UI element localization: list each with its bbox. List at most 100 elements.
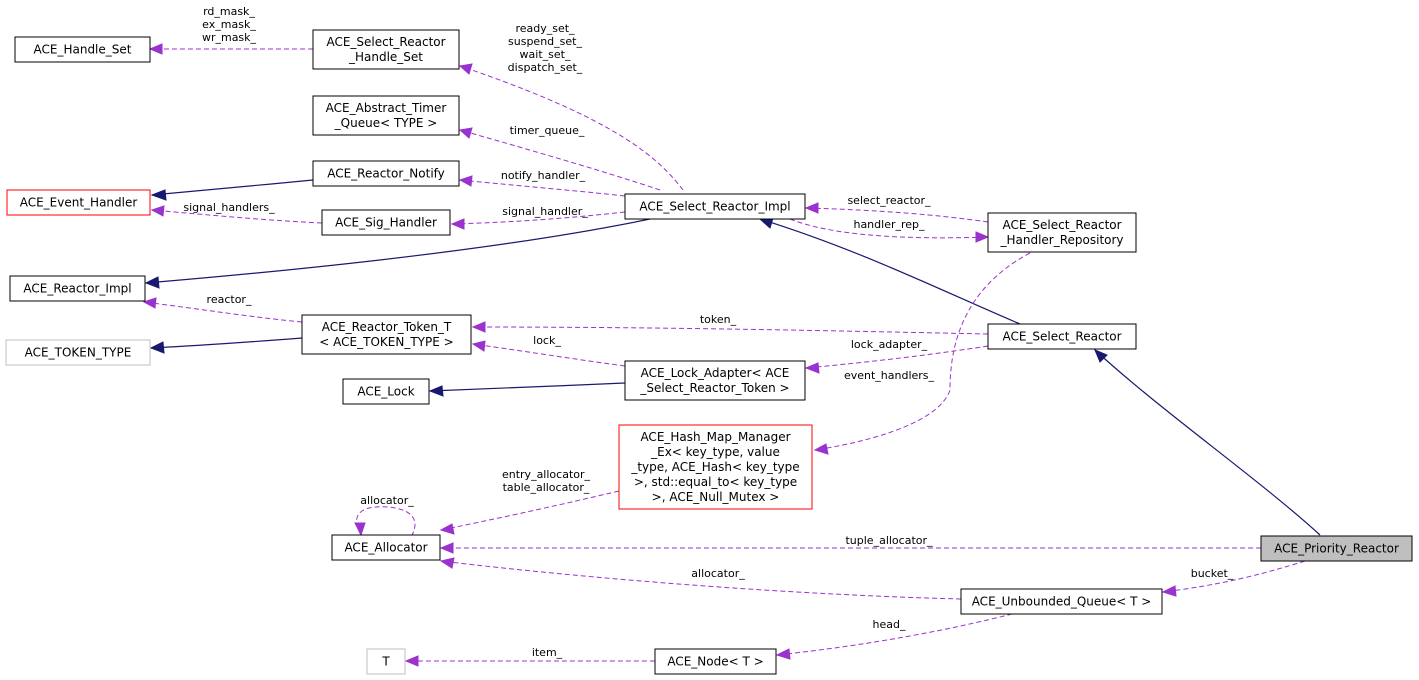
node-ace-lock[interactable]: ACE_Lock (342, 378, 430, 405)
node-label-line: ACE_Hash_Map_Manager (640, 430, 790, 444)
edge-label: tuple_allocator_ (845, 534, 933, 547)
node-ace-select-reactor-impl[interactable]: ACE_Select_Reactor_Impl (624, 193, 806, 220)
edge-label: reactor_ (207, 293, 252, 306)
edge-impl-inherits-reactor-impl (144, 218, 651, 289)
node-label-line: ACE_Handle_Set (34, 43, 132, 57)
node-label-line: _Handle_Set (348, 50, 423, 64)
node-ace-abstract-timer-queue[interactable]: ACE_Abstract_Timer_Queue< TYPE > (312, 95, 460, 136)
node-ace-event-handler[interactable]: ACE_Event_Handler (6, 189, 151, 216)
edge-event-handlers: event_handlers_ (813, 252, 1031, 455)
node-label-line: ACE_TOKEN_TYPE (25, 346, 132, 360)
node-ace-sig-handler[interactable]: ACE_Sig_Handler (321, 209, 451, 236)
edge-arrowhead (439, 542, 454, 554)
edge-line (459, 179, 626, 197)
edge-arrowhead (149, 341, 165, 354)
edge-label: signal_handlers_ (183, 201, 275, 214)
edge-label: item_ (532, 646, 563, 659)
node-box (312, 160, 460, 187)
node-label-line: >, std::equal_to< key_type (634, 475, 797, 489)
edge-line (451, 211, 626, 225)
edge-line (145, 218, 651, 284)
edge-arrowhead (142, 297, 157, 309)
node-label-line: ACE_Lock (357, 385, 414, 399)
edge-arrowhead (813, 443, 829, 455)
edge-label: head_ (873, 618, 906, 631)
edge-arrowhead (471, 340, 486, 352)
node-label-line: _Queue< TYPE > (334, 116, 438, 130)
edge-allocators: entry_allocator_table_allocator_ (439, 468, 620, 535)
edge-arrowhead (458, 63, 473, 75)
edge-self-allocator: allocator_ (354, 494, 416, 537)
edge-label: ex_mask_ (202, 18, 256, 31)
node-label-line: _Select_Reactor_Token > (639, 381, 789, 395)
node-label-line: ACE_Sig_Handler (335, 216, 437, 230)
edge-line (440, 560, 962, 600)
node-ace-select-reactor-handler-repository[interactable]: ACE_Select_Reactor_Handler_Repository (987, 212, 1137, 253)
edge-arrowhead (804, 362, 820, 374)
edge-notify-handler: notify_handler_ (458, 169, 626, 197)
edge-masks: rd_mask_ex_mask_wr_mask_ (148, 5, 313, 55)
edge-arrowhead (1161, 585, 1177, 597)
node-ace-unbounded-queue[interactable]: ACE_Unbounded_Queue< T > (960, 588, 1163, 615)
node-box (624, 360, 806, 401)
node-ace-allocator[interactable]: ACE_Allocator (331, 534, 441, 561)
node-box (618, 424, 813, 510)
edge-lock-adapter: lock_adapter_ (804, 338, 989, 374)
edge-arrowhead (450, 218, 465, 230)
node-box (960, 588, 1163, 615)
edge-label: wr_mask_ (202, 31, 257, 44)
node-box (342, 378, 430, 405)
edge-line (814, 252, 1031, 451)
edge-queue-allocator: allocator_ (439, 557, 962, 600)
node-t[interactable]: T (366, 648, 406, 675)
edge-line (151, 179, 314, 196)
edge-line (459, 129, 661, 191)
edge-arrowhead (804, 202, 819, 214)
node-ace-select-reactor[interactable]: ACE_Select_Reactor (987, 323, 1137, 350)
node-ace-priority-reactor[interactable]: ACE_Priority_Reactor (1260, 535, 1413, 562)
edge-label: handler_rep_ (853, 218, 925, 231)
node-ace-reactor-token-t[interactable]: ACE_Reactor_Token_T< ACE_TOKEN_TYPE > (301, 314, 472, 355)
edge-label: suspend_set_ (508, 35, 582, 48)
edge-arrowhead (404, 655, 419, 667)
node-ace-token-type[interactable]: ACE_TOKEN_TYPE (5, 339, 151, 366)
node-ace-hash-map-manager-ex[interactable]: ACE_Hash_Map_Manager_Ex< key_type, value… (618, 424, 813, 510)
node-box (301, 314, 472, 355)
node-label-line: ACE_Reactor_Notify (327, 167, 445, 181)
edge-signal-handlers: signal_handlers_ (150, 201, 323, 224)
edge-label: signal_handler_ (502, 205, 588, 218)
node-box (987, 323, 1137, 350)
edge-arrowhead (458, 127, 473, 139)
node-ace-select-reactor-handle-set[interactable]: ACE_Select_Reactor_Handle_Set (312, 29, 460, 70)
edge-line (805, 207, 989, 223)
node-ace-lock-adapter[interactable]: ACE_Lock_Adapter< ACE_Select_Reactor_Tok… (624, 360, 806, 401)
edge-arrowhead (144, 276, 160, 289)
edge-arrowhead (148, 43, 163, 55)
edge-line (1094, 349, 1321, 536)
edge-bucket: bucket_ (1161, 560, 1306, 597)
edge-arrowhead (354, 522, 366, 537)
edge-priority-inherits-select (1094, 349, 1321, 536)
edge-label: table_allocator_ (503, 481, 590, 494)
node-ace-node-t[interactable]: ACE_Node< T > (654, 648, 777, 675)
edge-line (789, 218, 989, 239)
node-ace-handle-set[interactable]: ACE_Handle_Set (14, 36, 151, 63)
edge-line (805, 345, 989, 369)
edge-line (472, 326, 989, 335)
edge-signal-handler: signal_handler_ (450, 205, 626, 230)
node-ace-reactor-impl[interactable]: ACE_Reactor_Impl (9, 275, 146, 302)
node-label-line: ACE_Allocator (344, 541, 427, 555)
edge-label: lock_ (533, 334, 561, 347)
edge-line (459, 65, 684, 191)
node-box (624, 193, 806, 220)
node-label-line: ACE_Select_Reactor (326, 35, 445, 49)
node-box (654, 648, 777, 675)
node-box (5, 339, 151, 366)
node-box (312, 95, 460, 136)
edge-sets: ready_set_suspend_set_wait_set_dispatch_… (458, 22, 684, 191)
node-label-line: ACE_Abstract_Timer (326, 101, 447, 115)
node-label-line: ACE_Reactor_Impl (23, 282, 131, 296)
node-box (6, 189, 151, 216)
edge-arrowhead (439, 557, 455, 569)
node-ace-reactor-notify[interactable]: ACE_Reactor_Notify (312, 160, 460, 187)
